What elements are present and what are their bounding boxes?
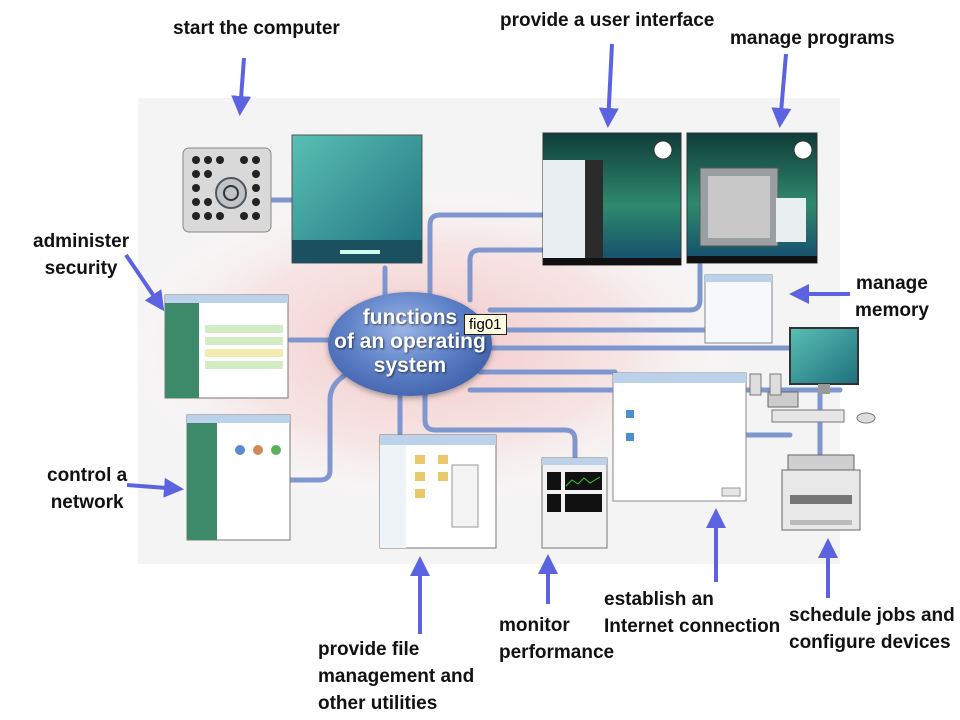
printer-illustration — [781, 454, 861, 531]
label-file-management: provide file management and other utilit… — [318, 639, 475, 714]
arrow-security — [124, 253, 165, 312]
computer-tower-illustration — [182, 147, 272, 233]
memory-dialog-illustration — [704, 274, 773, 344]
desktop-pc-illustration — [749, 327, 876, 424]
internet-wizard-illustration — [612, 372, 747, 502]
boot-screen-illustration — [291, 134, 423, 264]
task-manager-illustration — [541, 457, 608, 549]
hub-label-line-1: functions — [362, 306, 458, 329]
hub-label-line-2: of an operating — [334, 330, 486, 353]
programs-screen-illustration — [686, 132, 818, 264]
label-monitor-performance: monitor performance — [499, 615, 615, 663]
security-window-illustration — [164, 294, 289, 399]
arrow-start — [231, 57, 252, 116]
label-internet-connection: establish an Internet connection — [604, 589, 781, 637]
label-start-the-computer: start the computer — [173, 18, 340, 39]
arrow-ui — [598, 43, 619, 128]
file-explorer-illustration — [379, 434, 497, 549]
arrow-programs — [771, 53, 792, 128]
label-provide-user-interface: provide a user interface — [500, 10, 715, 31]
arrow-network — [126, 477, 184, 498]
label-schedule-jobs: schedule jobs and configure devices — [789, 605, 955, 653]
label-control-a-network: control a network — [47, 465, 128, 513]
label-administer-security: administer security — [33, 231, 130, 279]
hub-label-line-3: system — [373, 354, 447, 377]
label-manage-memory: manage memory — [855, 273, 929, 321]
label-manage-programs: manage programs — [730, 28, 895, 49]
desktop-screen-illustration — [542, 132, 682, 266]
arrows — [124, 43, 850, 634]
figure-tag: fig01 — [464, 314, 507, 335]
central-hub: functions of an operating system — [328, 292, 492, 396]
network-window-illustration — [186, 414, 291, 541]
